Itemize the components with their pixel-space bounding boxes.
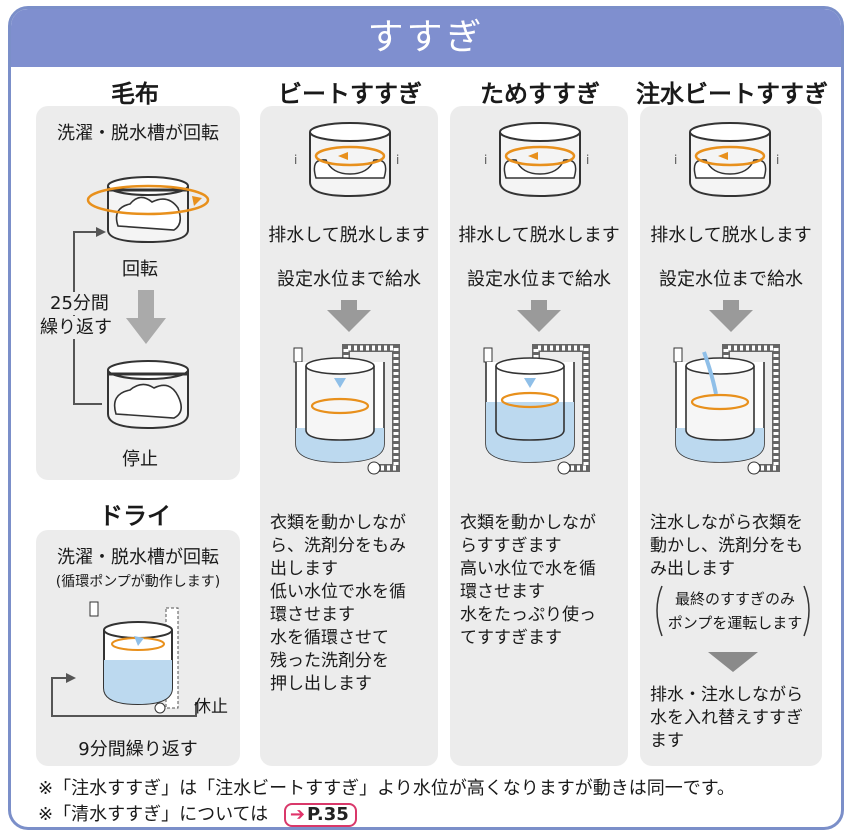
tame-desc-line: 水をたっぷり使っ xyxy=(460,605,596,625)
dry-caption-1: 洗濯・脱水槽が回転 xyxy=(57,547,219,568)
section-title: すすぎ xyxy=(11,9,841,67)
chusui-note-brackets xyxy=(656,585,810,637)
stop-label: 停止 xyxy=(122,449,158,470)
chusui-rinse-heading: 注水ビートすすぎ xyxy=(636,80,828,108)
beat-desc-line: ら、洗剤分をもみ xyxy=(270,536,406,556)
chusui-description: 注水しながら衣類を 動かし、洗剤分をも み出します xyxy=(650,512,820,581)
down-arrow-icon xyxy=(126,290,166,344)
blanket-drum-stopped-illustration xyxy=(107,360,189,430)
tame-down-arrow-icon xyxy=(517,300,561,332)
blanket-drum-rotating-illustration xyxy=(86,176,210,244)
chusui-desc-line: 注水しながら衣類を xyxy=(650,513,803,533)
right-arrow-icon: ➔ xyxy=(289,804,306,825)
svg-text:ⅰ: ⅰ xyxy=(674,153,677,167)
beat-desc-line: 衣類を動かしなが xyxy=(270,513,406,533)
beat-step-drain: 排水して脱水します xyxy=(268,225,430,246)
chusui-description-2: 排水・注水しながら 水を入れ替えすすぎ ます xyxy=(650,684,820,753)
chusui-desc2-line: ます xyxy=(650,731,684,751)
tame-desc-line: らすすぎます xyxy=(460,536,562,556)
svg-text:ⅰ: ⅰ xyxy=(586,153,589,167)
beat-description: 衣類を動かしなが ら、洗剤分をもみ 出します 低い水位で水を循 環させます 水を… xyxy=(270,512,434,696)
beat-desc-line: 水を循環させて xyxy=(270,628,389,648)
beat-rinse-heading: ビートすすぎ xyxy=(278,80,422,108)
beat-desc-line: 残った洗剤分を xyxy=(270,651,389,671)
dry-repeat-bracket-arrow xyxy=(51,673,197,717)
dry-repeat-label: 9分間繰り返す xyxy=(78,739,198,760)
dry-drum-circulation-illustration xyxy=(89,601,179,714)
tame-step-fill: 設定水位まで給水 xyxy=(467,269,611,290)
rinse-section-frame: すすぎ xyxy=(8,6,844,830)
chusui-desc2-line: 排水・注水しながら xyxy=(650,685,803,705)
dry-heading: ドライ xyxy=(99,502,171,530)
chusui-step-drain: 排水して脱水します xyxy=(650,225,812,246)
chusui-desc2-line: 水を入れ替えすすぎ xyxy=(650,708,803,728)
chusui-step-fill: 設定水位まで給水 xyxy=(659,269,803,290)
svg-text:ⅰ: ⅰ xyxy=(484,153,487,167)
chusui-note-line-1: 最終のすすぎのみ xyxy=(674,590,795,608)
rotate-label: 回転 xyxy=(122,259,158,280)
page-reference-label: P.35 xyxy=(307,804,349,825)
tame-description: 衣類を動かしなが らすすぎます 高い水位で水を循 環させます 水をたっぷり使っ … xyxy=(460,512,624,650)
beat-desc-line: 押し出します xyxy=(270,674,372,694)
tame-desc-line: てすすぎます xyxy=(460,628,562,648)
pause-label: 休止 xyxy=(194,697,228,717)
beat-desc-line: 低い水位で水を循 xyxy=(270,582,406,602)
chusui-desc-line: み出します xyxy=(650,559,735,579)
repeat-label-repeat: 繰り返す xyxy=(40,316,112,339)
beat-down-arrow-icon xyxy=(327,300,371,332)
tame-step-drain: 排水して脱水します xyxy=(458,225,620,246)
tame-rinse-heading: ためすすぎ xyxy=(480,80,600,108)
blanket-caption: 洗濯・脱水槽が回転 xyxy=(57,123,219,144)
footer-note-2-text: ※「清水すすぎ」については xyxy=(38,804,269,825)
chusui-desc-line: 動かし、洗剤分をも xyxy=(650,536,803,556)
dry-caption-2: (循環ポンプが動作します) xyxy=(55,574,221,590)
beat-step-fill: 設定水位まで給水 xyxy=(277,269,421,290)
beat-circulation-tub-illustration xyxy=(293,344,400,475)
beat-desc-line: 環させます xyxy=(270,605,355,625)
blanket-heading: 毛布 xyxy=(111,80,159,108)
tame-circulation-tub-illustration xyxy=(483,344,590,475)
svg-text:ⅰ: ⅰ xyxy=(396,153,399,167)
tame-desc-line: 高い水位で水を循 xyxy=(460,559,596,579)
repeat-label-25min: 25分間 xyxy=(50,292,109,315)
chusui-circulation-tub-illustration xyxy=(673,344,780,475)
page-reference-link[interactable]: ➔P.35 xyxy=(283,803,357,827)
svg-text:ⅰ: ⅰ xyxy=(776,153,779,167)
chusui-down-triangle-icon xyxy=(708,652,758,672)
footer-note-2: ※「清水すすぎ」については ➔P.35 xyxy=(38,802,357,828)
footer-note-1: ※「注水すすぎ」は「注水ビートすすぎ」より水位が高くなりますが動きは同一です。 xyxy=(38,778,735,799)
svg-text:ⅰ: ⅰ xyxy=(294,153,297,167)
chusui-note-line-2: ポンプを運転します xyxy=(667,614,803,632)
beat-desc-line: 出します xyxy=(270,559,338,579)
tame-desc-line: 環させます xyxy=(460,582,545,602)
chusui-down-arrow-icon xyxy=(709,300,753,332)
tame-desc-line: 衣類を動かしなが xyxy=(460,513,596,533)
